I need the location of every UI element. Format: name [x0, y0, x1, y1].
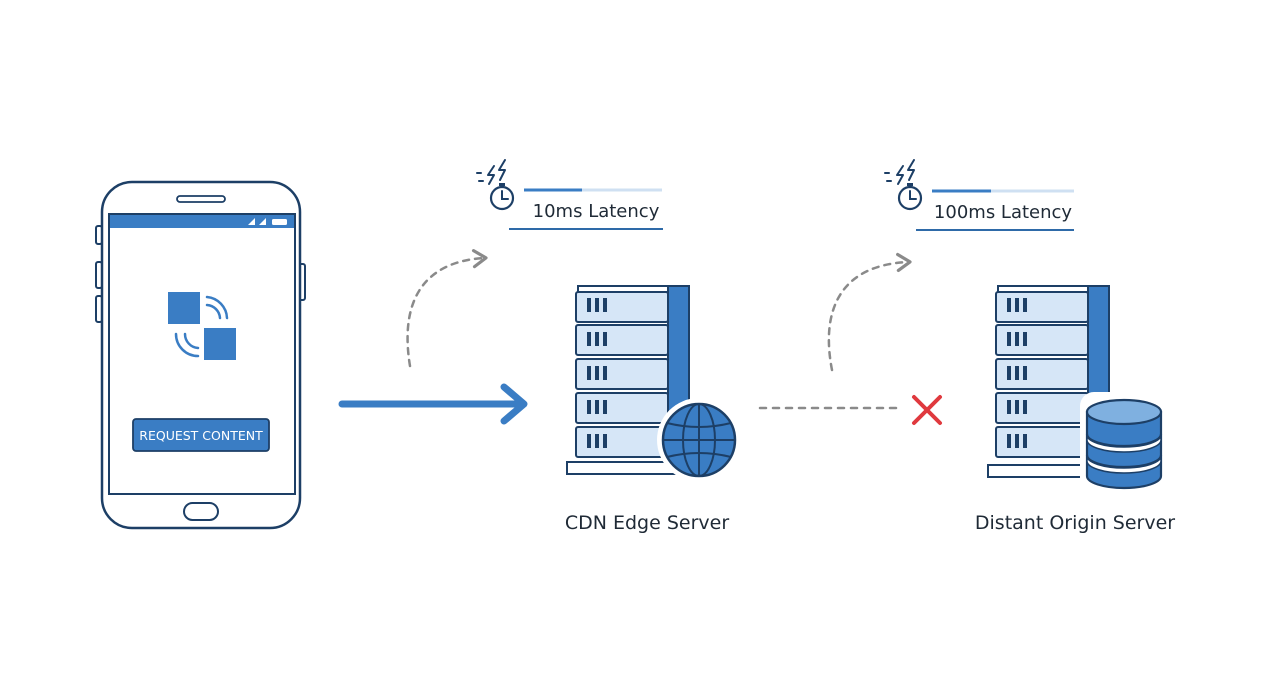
app-logo-icon: [168, 292, 236, 360]
request-content-button[interactable]: REQUEST CONTENT: [132, 418, 270, 452]
blocked-x-icon: [912, 395, 942, 425]
origin-latency-label: 100ms Latency: [934, 202, 1072, 223]
edge-latency-label: 10ms Latency: [533, 201, 660, 222]
distant-origin-server-label: Distant Origin Server: [975, 512, 1175, 534]
request-arrow: [338, 383, 528, 425]
stopwatch-icon: [884, 159, 923, 211]
database-icon: [1080, 392, 1170, 496]
request-content-label: REQUEST CONTENT: [139, 428, 263, 443]
edge-latency-block: 10ms Latency: [476, 159, 663, 230]
cdn-edge-server-icon: [566, 285, 690, 475]
globe-icon: [657, 398, 741, 482]
smartphone: [95, 180, 306, 530]
cdn-edge-server-label: CDN Edge Server: [565, 512, 729, 534]
edge-latency-curve: [406, 249, 488, 368]
origin-latency-curve: [827, 252, 912, 372]
origin-latency-block: 100ms Latency: [884, 159, 1074, 231]
stopwatch-icon: [476, 159, 515, 211]
